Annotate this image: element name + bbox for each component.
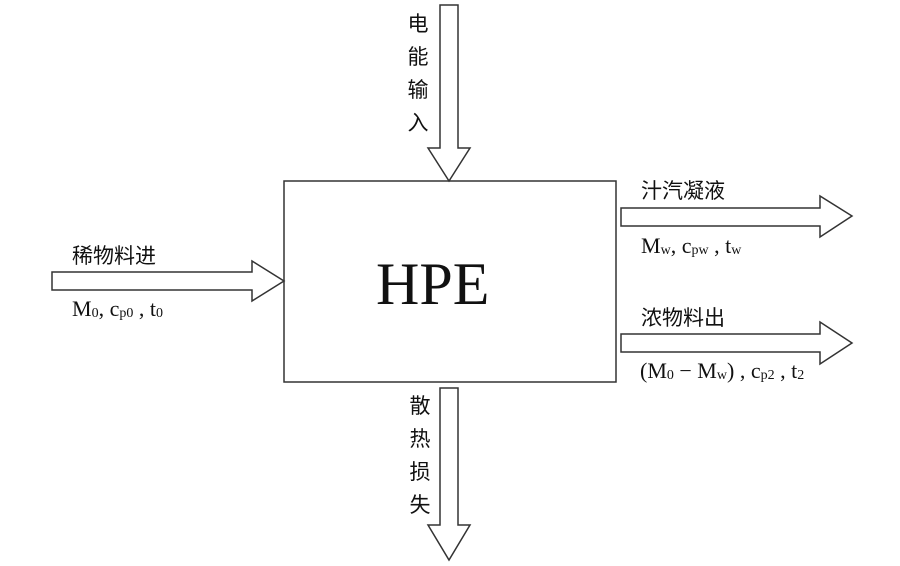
- feed-label: 稀物料进: [72, 244, 156, 268]
- heat-loss-arrow: [426, 387, 472, 562]
- heat-loss-label: 散热损失: [409, 394, 431, 517]
- condensate-label: 汁汽凝液: [641, 179, 725, 203]
- condensate-variables: Mw, cpw , tw: [641, 233, 742, 258]
- feed-variables: M0, cp0 , t0: [72, 296, 163, 321]
- feed-input-arrow: [51, 259, 286, 303]
- hpe-box: [283, 180, 617, 383]
- concentrate-variables: (M0 − Mw) , cp2 , t2: [640, 358, 805, 383]
- concentrate-label: 浓物料出: [641, 306, 725, 330]
- electric-input-arrow: [426, 4, 472, 183]
- condensate-output-arrow: [620, 194, 854, 239]
- concentrate-output-arrow: [620, 320, 854, 366]
- hpe-label: HPE: [376, 251, 490, 317]
- electric-input-label: 电能输入: [407, 12, 429, 135]
